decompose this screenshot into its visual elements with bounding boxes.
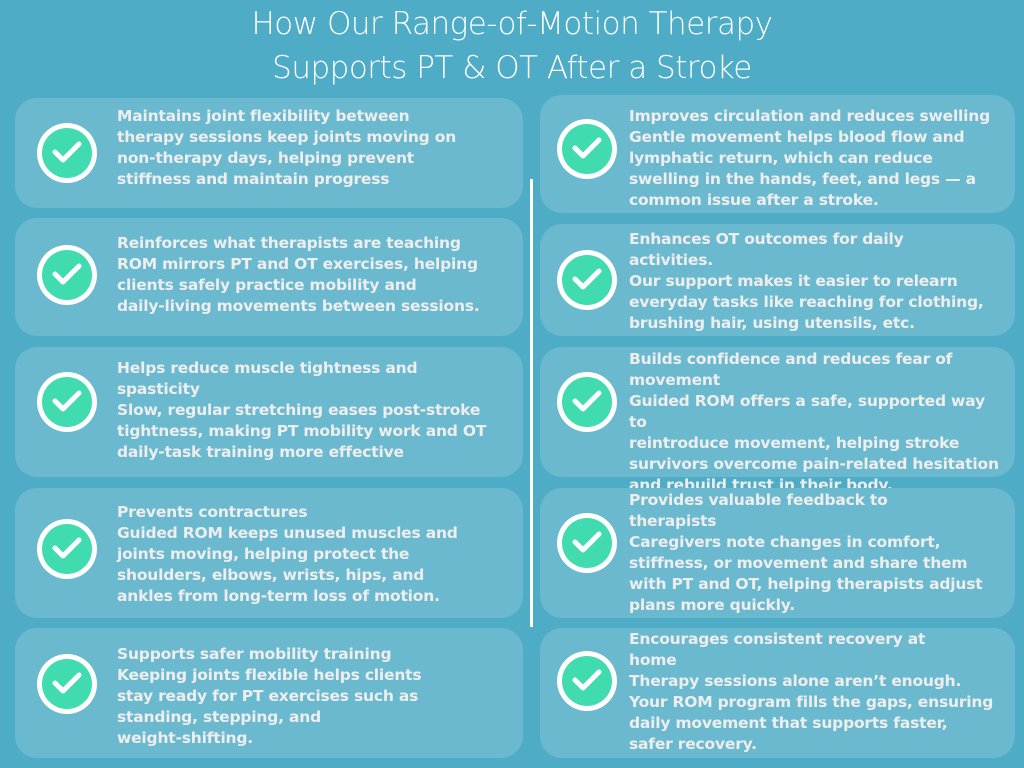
- benefit-text: Prevents contractures Guided ROM keeps u…: [117, 503, 458, 605]
- column-divider: [530, 179, 533, 627]
- benefit-text: Maintains joint flexibility between ther…: [117, 107, 457, 188]
- benefit-card-confidence: Builds confidence and reduces fear of mo…: [540, 347, 1015, 494]
- check-circle-icon: [557, 651, 617, 711]
- benefit-text: Supports safer mobility training Keeping…: [117, 645, 422, 747]
- benefit-card-ot-outcomes: Enhances OT outcomes for daily activitie…: [540, 224, 1015, 336]
- benefit-card-muscle-tightness: Helps reduce muscle tightness and spasti…: [15, 347, 523, 477]
- benefit-text: Improves circulation and reduces swellin…: [629, 107, 991, 209]
- benefit-card-circulation: Improves circulation and reduces swellin…: [540, 95, 1015, 213]
- benefit-card-home-recovery: Encourages consistent recovery at home T…: [540, 628, 1015, 758]
- check-circle-icon: [37, 123, 97, 183]
- check-circle-icon: [37, 245, 97, 305]
- benefit-text: Encourages consistent recovery at home T…: [629, 630, 994, 753]
- benefit-text: Helps reduce muscle tightness and spasti…: [117, 359, 487, 461]
- check-circle-icon: [37, 654, 97, 714]
- title-line-2: Supports PT & OT After a Stroke: [272, 50, 752, 86]
- check-circle-icon: [557, 250, 617, 310]
- check-circle-icon: [557, 372, 617, 432]
- benefit-text: Provides valuable feedback to therapists…: [629, 491, 983, 614]
- benefit-card-mobility-training: Supports safer mobility training Keeping…: [15, 628, 523, 758]
- benefit-card-joint-flexibility: Maintains joint flexibility between ther…: [15, 98, 523, 208]
- benefit-text: Enhances OT outcomes for daily activitie…: [629, 230, 984, 332]
- check-circle-icon: [37, 519, 97, 579]
- check-circle-icon: [37, 372, 97, 432]
- check-circle-icon: [557, 119, 617, 179]
- title-line-1: How Our Range-of-Motion Therapy: [251, 6, 773, 42]
- check-circle-icon: [557, 513, 617, 573]
- benefit-card-contractures: Prevents contractures Guided ROM keeps u…: [15, 488, 523, 618]
- benefit-text: Reinforces what therapists are teaching …: [117, 234, 480, 315]
- benefit-card-feedback: Provides valuable feedback to therapists…: [540, 488, 1015, 618]
- benefit-card-reinforces-teaching: Reinforces what therapists are teaching …: [15, 218, 523, 336]
- page-title: How Our Range-of-Motion Therapy Supports…: [0, 2, 1024, 90]
- benefit-text: Builds confidence and reduces fear of mo…: [629, 350, 999, 494]
